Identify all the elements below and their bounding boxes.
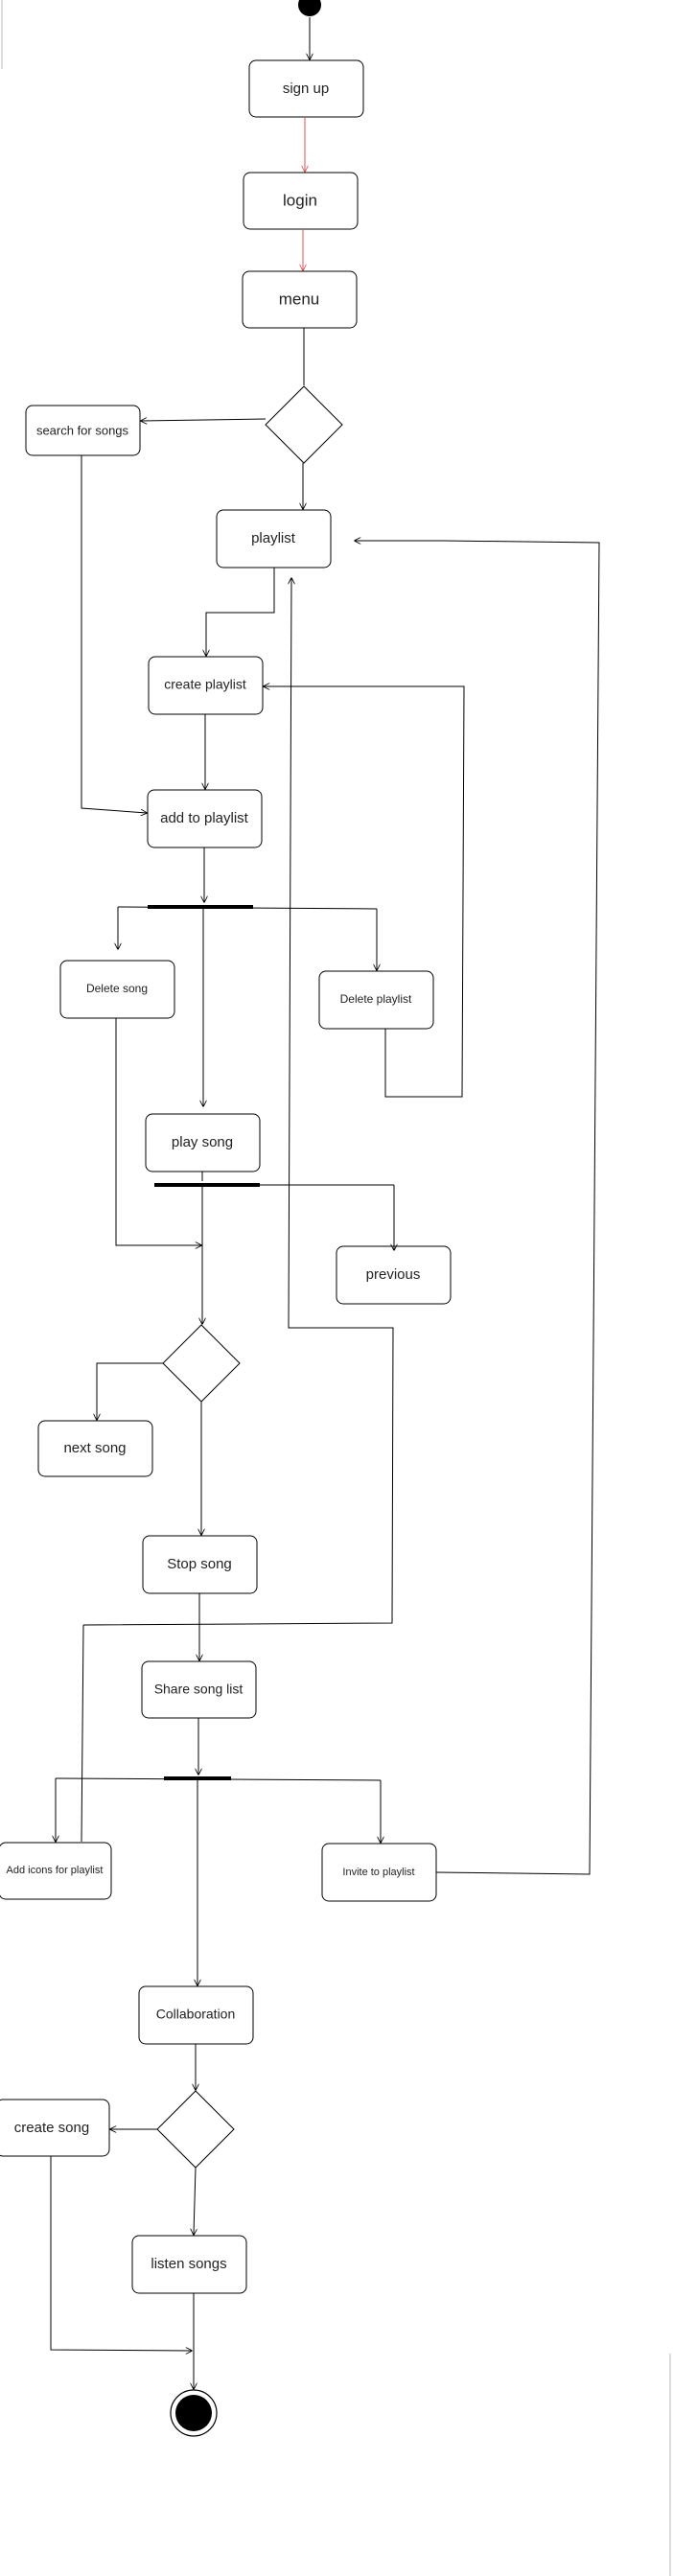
edge-loop-add-icons bbox=[81, 1624, 84, 1843]
edge-create-song-end bbox=[50, 2156, 192, 2351]
edge-loop-back-playlist bbox=[82, 578, 394, 1626]
node-add-icons-for-playlist-label: Add icons for playlist bbox=[7, 1865, 104, 1876]
node-stop-song-label: Stop song bbox=[167, 1556, 232, 1572]
edge-delete-song-merge bbox=[115, 1018, 201, 1245]
fork3-branch-line bbox=[55, 1777, 382, 1781]
node-invite-to-playlist: Invite to playlist bbox=[321, 1843, 437, 1902]
node-invite-to-playlist-label: Invite to playlist bbox=[342, 1867, 414, 1878]
fork-bar-3 bbox=[164, 1776, 231, 1780]
node-sign-up-label: sign up bbox=[283, 81, 329, 97]
node-playlist-label: playlist bbox=[251, 530, 296, 546]
edge-decision-next bbox=[97, 1362, 163, 1420]
edge-decision-listen bbox=[194, 2167, 196, 2235]
node-add-to-playlist: add to playlist bbox=[147, 789, 263, 848]
fork1-branch-line bbox=[117, 906, 378, 910]
node-delete-song: Delete song bbox=[59, 960, 175, 1019]
node-search-for-songs: search for songs bbox=[25, 405, 141, 456]
node-delete-playlist-label: Delete playlist bbox=[340, 992, 412, 1006]
node-collaboration: Collaboration bbox=[138, 1985, 254, 2045]
initial-node bbox=[298, 0, 321, 16]
edge-playlist-create bbox=[206, 568, 275, 656]
node-create-song: create song bbox=[0, 2099, 110, 2157]
edge-invite-playlist bbox=[355, 541, 600, 1875]
node-collaboration-label: Collaboration bbox=[156, 2007, 236, 2022]
node-share-song-list: Share song list bbox=[141, 1660, 257, 1719]
node-login-label: login bbox=[283, 191, 317, 209]
node-previous-label: previous bbox=[366, 1266, 421, 1283]
decision-after-play bbox=[162, 1324, 241, 1403]
node-login: login bbox=[243, 172, 359, 230]
node-create-playlist-label: create playlist bbox=[164, 677, 246, 692]
decision-menu bbox=[265, 385, 343, 464]
node-search-for-songs-label: search for songs bbox=[36, 423, 129, 437]
node-play-song: play song bbox=[145, 1113, 261, 1172]
node-menu: menu bbox=[242, 270, 358, 329]
node-stop-song: Stop song bbox=[142, 1535, 258, 1594]
edge-decision-search bbox=[141, 419, 267, 421]
node-share-song-list-label: Share song list bbox=[154, 1682, 244, 1697]
node-listen-songs-label: listen songs bbox=[151, 2256, 226, 2272]
node-listen-songs: listen songs bbox=[131, 2235, 247, 2294]
node-add-icons-for-playlist: Add icons for playlist bbox=[0, 1842, 112, 1900]
node-previous: previous bbox=[336, 1245, 452, 1305]
node-next-song-label: next song bbox=[63, 1440, 126, 1456]
node-delete-song-label: Delete song bbox=[86, 982, 148, 995]
fork-bar-1 bbox=[148, 905, 253, 909]
node-add-to-playlist-label: add to playlist bbox=[160, 810, 249, 826]
edge-search-add bbox=[81, 455, 147, 813]
node-create-playlist: create playlist bbox=[148, 656, 264, 715]
node-delete-playlist: Delete playlist bbox=[318, 970, 434, 1030]
decision-after-collaboration bbox=[156, 2090, 235, 2169]
node-create-song-label: create song bbox=[14, 2120, 89, 2136]
node-playlist: playlist bbox=[216, 509, 332, 569]
final-node bbox=[175, 2395, 212, 2431]
node-play-song-label: play song bbox=[172, 1134, 233, 1150]
node-menu-label: menu bbox=[279, 290, 320, 308]
node-sign-up: sign up bbox=[248, 59, 364, 118]
edge-delete-playlist-create bbox=[264, 686, 465, 1098]
node-next-song: next song bbox=[37, 1420, 153, 1477]
